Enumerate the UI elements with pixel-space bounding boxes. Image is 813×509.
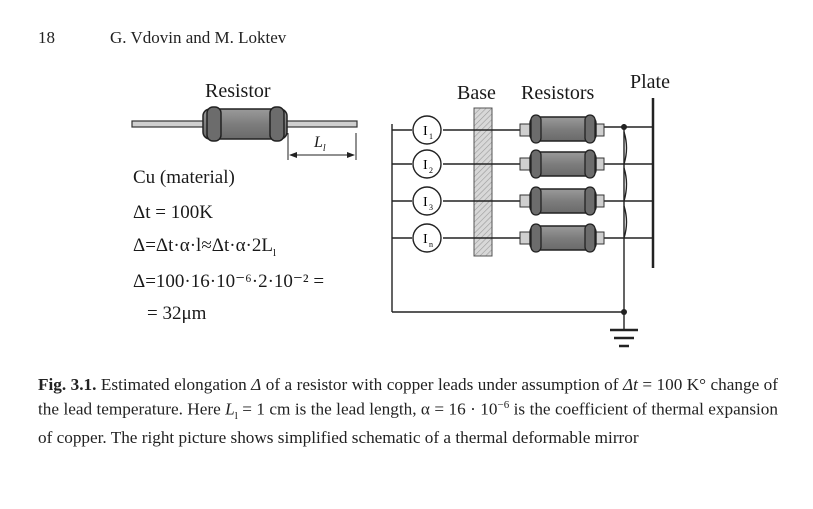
figure-drawing: I 1 I 2 I 3 I n: [131, 98, 655, 348]
figure-3-1: I 1 I 2 I 3 I n Resistor Ll Cu (material…: [131, 71, 670, 348]
current-source-n: I n: [412, 223, 442, 253]
page-number: 18: [38, 28, 55, 47]
svg-text:3: 3: [429, 203, 433, 212]
caption-lead-length-sub: l: [234, 410, 238, 423]
svg-text:1: 1: [429, 132, 433, 141]
page-header: 18 G. Vdovin and M. Loktev: [38, 28, 286, 48]
caption-text: = 1 cm is the lead length, α = 16 · 10: [237, 399, 498, 419]
base-block: [473, 107, 493, 257]
formula-result: = 32μm: [147, 303, 207, 324]
wiring: [391, 124, 653, 348]
material-label: Cu (material): [133, 167, 235, 188]
caption-text: = 100 K° change of the lead temperature.…: [38, 375, 778, 419]
junction-dots: [621, 124, 627, 315]
lead-length-dimension: [287, 133, 357, 160]
caption-lead-length: L: [225, 399, 235, 419]
resistor-label: Resistor: [205, 80, 271, 102]
svg-text:I: I: [423, 195, 428, 210]
caption-text: Estimated elongation: [96, 375, 252, 394]
caption-text: of a resistor with copper leads under as…: [261, 375, 623, 394]
lead-length-label: Ll: [314, 134, 326, 155]
caption-exponent: −6: [497, 399, 510, 411]
caption-fig-label: Fig. 3.1.: [38, 375, 97, 394]
caption-text: is the coefficient of thermal expansion …: [38, 399, 778, 448]
svg-text:I: I: [423, 124, 428, 139]
formula-elongation: Δ=Δt·α·l≈Δt·α·2Ll: [133, 235, 277, 259]
svg-text:2: 2: [429, 166, 433, 175]
figure-caption: Fig. 3.1. Estimated elongation Δ of a re…: [38, 374, 778, 448]
resistors-label: Resistors: [521, 82, 595, 104]
resistor-row: [519, 223, 605, 253]
svg-text:I: I: [423, 232, 428, 247]
current-source-2: I 2: [412, 149, 442, 179]
left-resistor: [131, 106, 358, 142]
resistor-row: [519, 149, 605, 179]
running-head-authors: G. Vdovin and M. Loktev: [110, 28, 287, 47]
plate-label: Plate: [630, 71, 670, 93]
base-label: Base: [457, 82, 496, 104]
current-source-3: I 3: [412, 186, 442, 216]
resistor-row: [519, 114, 605, 144]
formula-temperature: Δt = 100K: [133, 202, 213, 223]
svg-text:I: I: [423, 158, 428, 173]
resistor-row: [519, 186, 605, 216]
caption-dt: Δt: [622, 375, 638, 394]
svg-text:n: n: [429, 240, 433, 249]
caption-delta: Δ: [251, 375, 262, 394]
current-source-1: I 1: [412, 115, 442, 145]
formula-substitution: Δ=100·16·10⁻⁶·2·10⁻² =: [133, 271, 325, 292]
